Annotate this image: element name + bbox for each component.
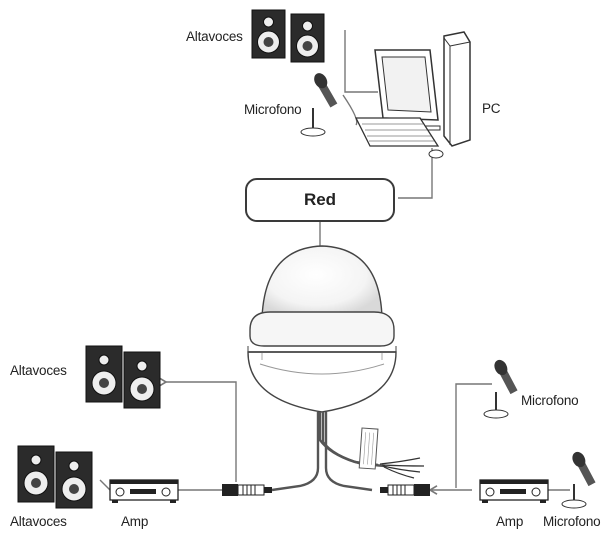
amplifier-right <box>480 480 548 503</box>
label-microphone-pc: Microfono <box>244 102 301 117</box>
network-box: Red <box>245 178 395 222</box>
microphone-pc <box>301 71 337 136</box>
label-speakers-pc: Altavoces <box>186 29 243 44</box>
line-pc-network <box>398 148 432 198</box>
label-pc: PC <box>482 101 500 116</box>
label-amp-right: Amp <box>496 514 523 529</box>
amplifier-left <box>110 480 178 503</box>
loose-wires <box>380 458 424 478</box>
speaker-pair-left-bottom <box>18 446 92 508</box>
line-mic-pc <box>343 95 357 125</box>
connector-right <box>380 484 430 496</box>
microphone-right-top <box>484 358 519 418</box>
connector-left <box>222 484 272 496</box>
dome-camera <box>248 246 396 412</box>
network-label: Red <box>304 190 336 210</box>
speaker-pair-pc <box>252 10 324 62</box>
speaker-pair-left-top <box>86 346 160 408</box>
label-speakers-left-top: Altavoces <box>10 363 67 378</box>
microphone-right-bottom <box>562 450 597 508</box>
line-speakers-amp <box>100 480 110 490</box>
label-amp-left: Amp <box>121 514 148 529</box>
label-microphone-right-bottom: Microfono <box>543 514 600 529</box>
line-to-speakers-left-top <box>166 382 236 482</box>
pc-workstation <box>356 32 470 158</box>
line-speakers-pc <box>345 30 378 92</box>
label-microphone-right-top: Microfono <box>521 393 578 408</box>
label-speakers-left-bottom: Altavoces <box>10 514 67 529</box>
line-mic-right-top <box>456 384 492 488</box>
cable-tag <box>359 428 378 469</box>
